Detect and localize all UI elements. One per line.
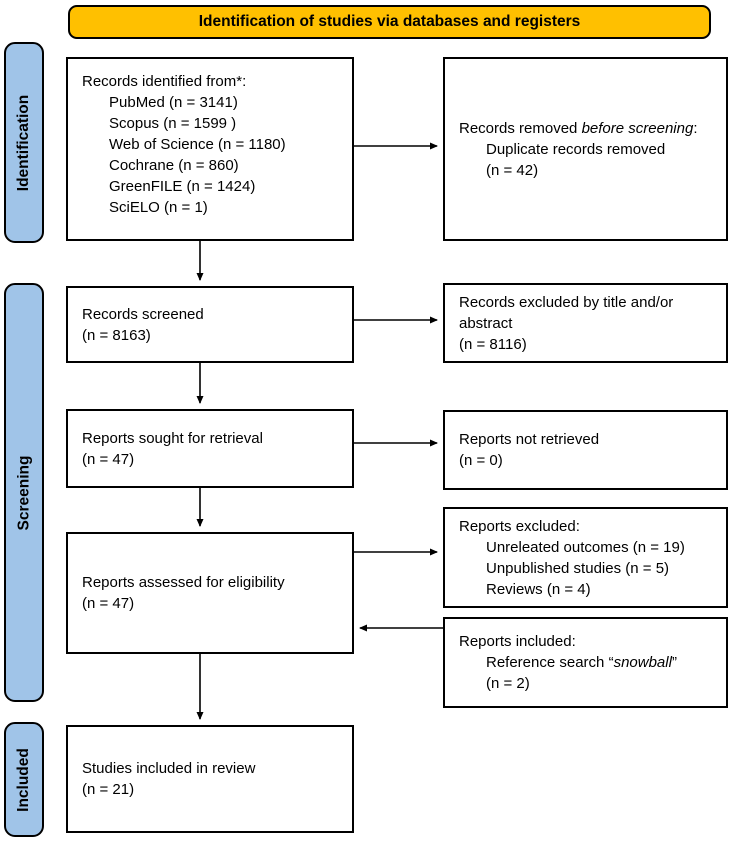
exclusion-reason-unrelated-outcomes: Unreleated outcomes (n = 19) <box>486 538 685 556</box>
italic-snowball: snowball <box>613 654 672 671</box>
database-count-greenfile: GreenFILE (n = 1424) <box>109 178 256 195</box>
box-records-screened-line1: Records screened <box>82 305 204 323</box>
box-records-screened: Records screened (n = 8163) <box>66 286 354 363</box>
box-reports-sought-line1: Reports sought for retrieval <box>82 429 263 447</box>
box-reports-assessed-line1: Reports assessed for eligibility <box>82 574 285 591</box>
box-reports-assessed-count: (n = 47) <box>82 595 135 612</box>
box-records-screened-count: (n = 8163) <box>82 326 151 344</box>
box-records-removed-title: Records removed before screening: <box>459 119 698 137</box>
box-reports-assessed: Reports assessed for eligibility (n = 47… <box>66 532 354 654</box>
box-records-excluded-line1: Records excluded by title and/or abstrac… <box>459 293 674 332</box>
database-count-cochrane: Cochrane (n = 860) <box>109 157 239 174</box>
stage-label-screening-text: Screening <box>15 455 33 530</box>
duplicate-records-removed-count: (n = 42) <box>486 161 539 179</box>
duplicate-records-removed-line: Duplicate records removed <box>486 140 666 158</box>
box-reports-not-retrieved: Reports not retrieved (n = 0) <box>443 410 728 490</box>
stage-label-identification: Identification <box>4 42 44 243</box>
database-count-web-of-science: Web of Science (n = 1180) <box>109 136 286 153</box>
exclusion-reason-reviews: Reviews (n = 4) <box>486 580 591 598</box>
box-records-identified-title: Records identified from*: <box>82 73 247 90</box>
reference-search-snowball-count: (n = 2) <box>486 675 530 692</box>
banner-title: Identification of studies via databases … <box>68 5 711 39</box>
box-reports-sought: Reports sought for retrieval (n = 47) <box>66 409 354 488</box>
box-reports-excluded: Reports excluded: Unreleated outcomes (n… <box>443 507 728 608</box>
reference-search-snowball-line: Reference search “snowball” <box>486 654 677 671</box>
box-studies-included: Studies included in review (n = 21) <box>66 725 354 833</box>
box-reports-sought-count: (n = 47) <box>82 450 135 468</box>
database-count-scielo: SciELO (n = 1) <box>109 199 208 216</box>
box-reports-included-title: Reports included: <box>459 633 576 650</box>
banner-title-text: Identification of studies via databases … <box>198 13 581 30</box>
box-reports-not-retrieved-line1: Reports not retrieved <box>459 431 600 448</box>
exclusion-reason-unpublished-studies: Unpublished studies (n = 5) <box>486 559 670 577</box>
italic-before-screening: before screening <box>581 119 694 137</box>
box-reports-excluded-title: Reports excluded: <box>459 517 580 535</box>
box-reports-included: Reports included: Reference search “snow… <box>443 617 728 708</box>
database-count-scopus: Scopus (n = 1599 ) <box>109 115 237 132</box>
stage-label-identification-text: Identification <box>15 94 33 191</box>
box-records-identified: Records identified from*: PubMed (n = 31… <box>66 57 354 241</box>
stage-label-screening: Screening <box>4 283 44 702</box>
box-studies-included-count: (n = 21) <box>82 781 135 798</box>
box-records-removed: Records removed before screening: Duplic… <box>443 57 728 241</box>
box-records-excluded-count: (n = 8116) <box>459 335 527 353</box>
box-reports-not-retrieved-count: (n = 0) <box>459 452 503 469</box>
box-records-excluded: Records excluded by title and/or abstrac… <box>443 283 728 363</box>
box-studies-included-line1: Studies included in review <box>82 760 256 777</box>
stage-label-included: Included <box>4 722 44 837</box>
database-count-pubmed: PubMed (n = 3141) <box>109 94 238 111</box>
stage-label-included-text: Included <box>15 747 33 812</box>
